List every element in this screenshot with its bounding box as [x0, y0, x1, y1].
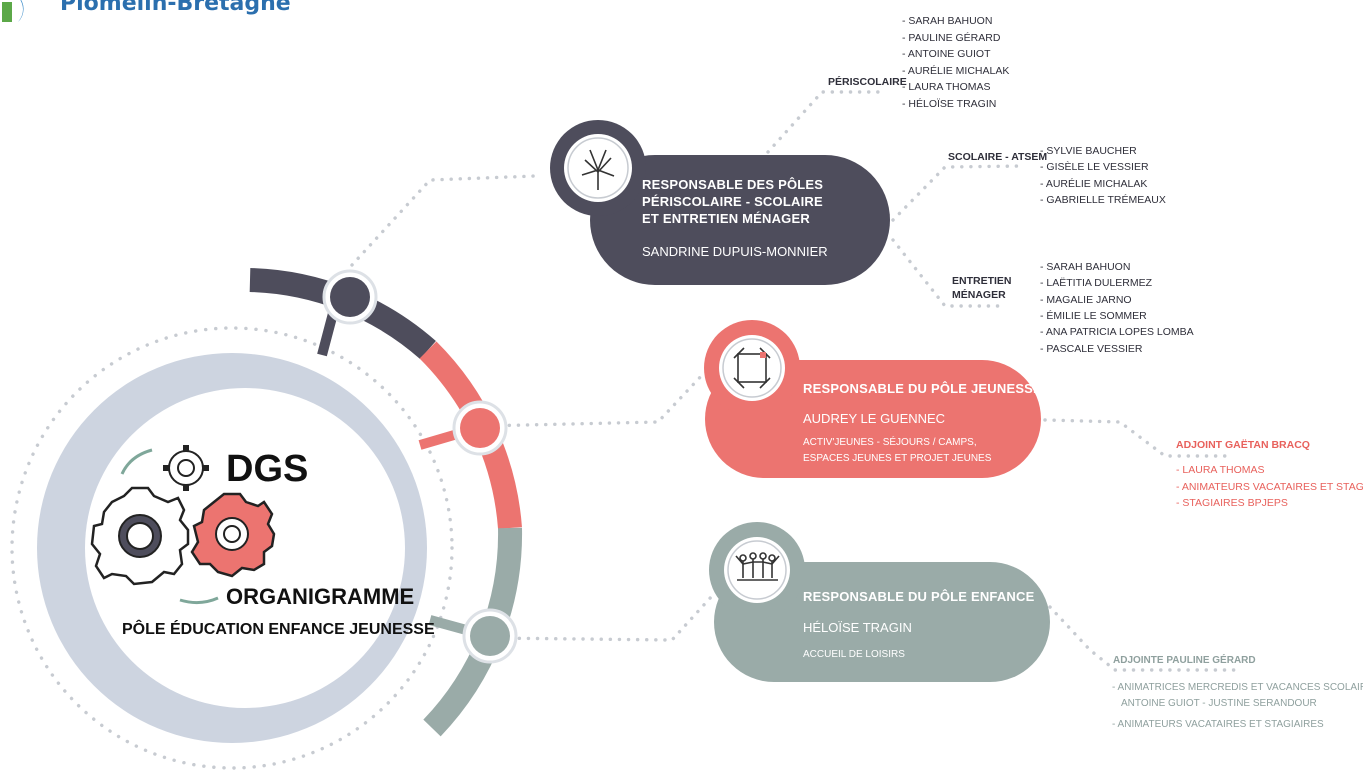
entretien-label-line1: ENTRETIEN: [952, 275, 1012, 287]
card2-title: RESPONSABLE DU PÔLE JEUNESSE: [803, 381, 1042, 396]
card2-desc-line2: ESPACES JEUNES ET PROJET JEUNES: [803, 453, 992, 464]
entretien-member: - PASCALE VESSIER: [1040, 343, 1143, 355]
small-gear-icon: [163, 445, 209, 491]
hands-square-icon: [733, 347, 771, 389]
chart-subtitle: PÔLE ÉDUCATION ENFANCE JEUNESSE: [122, 619, 435, 638]
periscolaire-member: - HÉLOÏSE TRAGIN: [902, 97, 996, 110]
big-gear-right-icon: [190, 492, 276, 578]
center-gears: DGS ORGANIGRAMME PÔLE ÉDUCATION ENFANCE …: [90, 445, 435, 638]
group-scolaire: SCOLAIRE - ATSEM - SYLVIE BAUCHER - GISÈ…: [948, 145, 1166, 206]
periscolaire-member: - ANTOINE GUIOT: [902, 48, 991, 60]
group-jeunesse: ADJOINT GAËTAN BRACQ - LAURA THOMAS - AN…: [1176, 438, 1363, 509]
jeunesse-member: - ANIMATEURS VACATAIRES ET STAGIAIRES: [1176, 481, 1363, 493]
card2-name: AUDREY LE GUENNEC: [803, 411, 945, 426]
periscolaire-member: - LAURA THOMAS: [902, 81, 991, 93]
enfance-member: ANTOINE GUIOT - JUSTINE SERANDOUR: [1121, 698, 1317, 709]
connectors: [350, 90, 1242, 672]
dgs-label: DGS: [226, 448, 308, 490]
jeunesse-adjoint-label: ADJOINT GAËTAN BRACQ: [1176, 438, 1310, 451]
scolaire-member: - GABRIELLE TRÉMEAUX: [1040, 193, 1166, 206]
card1-title-line1: RESPONSABLE DES PÔLES: [642, 177, 823, 192]
card3-desc: ACCUEIL DE LOISIRS: [803, 649, 905, 660]
entretien-member: - MAGALIE JARNO: [1040, 294, 1132, 306]
entretien-label-line2: MÉNAGER: [952, 288, 1006, 301]
card3-name: HÉLOÏSE TRAGIN: [803, 620, 912, 635]
periscolaire-member: - SARAH BAHUON: [902, 15, 992, 27]
enfance-adjoint-label: ADJOINTE PAULINE GÉRARD: [1113, 653, 1256, 666]
scolaire-member: - SYLVIE BAUCHER: [1040, 145, 1137, 157]
card2-desc-line1: ACTIV'JEUNES - SÉJOURS / CAMPS,: [803, 435, 977, 448]
entretien-member: - ANA PATRICIA LOPES LOMBA: [1040, 326, 1194, 338]
jeunesse-member: - LAURA THOMAS: [1176, 464, 1265, 476]
group-periscolaire: PÉRISCOLAIRE - SARAH BAHUON - PAULINE GÉ…: [828, 15, 1009, 110]
logo-text: Plomelin-Bretagne: [60, 0, 291, 16]
group-enfance: ADJOINTE PAULINE GÉRARD - ANIMATRICES ME…: [1112, 653, 1363, 730]
logo-mark-icon: [2, 2, 12, 22]
arrow-down-icon: [179, 596, 219, 605]
periscolaire-label: PÉRISCOLAIRE: [828, 75, 907, 88]
entretien-member: - ÉMILIE LE SOMMER: [1040, 309, 1147, 322]
card1-name: SANDRINE DUPUIS-MONNIER: [642, 244, 828, 259]
logo: Plomelin-Bretagne: [2, 0, 291, 22]
jeunesse-member: - STAGIAIRES BPJEPS: [1176, 497, 1288, 509]
scolaire-label: SCOLAIRE - ATSEM: [948, 151, 1047, 163]
children-group-icon: [735, 552, 780, 581]
card1-title-line3: ET ENTRETIEN MÉNAGER: [642, 211, 810, 226]
entretien-member: - LAËTITIA DULERMEZ: [1040, 277, 1153, 289]
chart-title: ORGANIGRAMME: [226, 584, 414, 609]
arc-nodes: [322, 269, 518, 664]
enfance-member: - ANIMATRICES MERCREDIS ET VACANCES SCOL…: [1112, 682, 1363, 693]
card1-title-line2: PÉRISCOLAIRE - SCOLAIRE: [642, 194, 823, 209]
scolaire-member: - AURÉLIE MICHALAK: [1040, 177, 1147, 190]
card-enfance: RESPONSABLE DU PÔLE ENFANCE HÉLOÏSE TRAG…: [709, 522, 1050, 682]
hands-together-icon: [581, 149, 615, 190]
enfance-member: - ANIMATEURS VACATAIRES ET STAGIAIRES: [1112, 719, 1324, 730]
card-jeunesse: RESPONSABLE DU PÔLE JEUNESSE AUDREY LE G…: [704, 320, 1042, 478]
outer-dotted-orbit: [10, 326, 454, 770]
entretien-member: - SARAH BAHUON: [1040, 261, 1130, 273]
card-periscolaire: RESPONSABLE DES PÔLES PÉRISCOLAIRE - SCO…: [550, 120, 890, 285]
periscolaire-member: - PAULINE GÉRARD: [902, 31, 1001, 44]
scolaire-member: - GISÈLE LE VESSIER: [1040, 160, 1149, 173]
arrow-up-icon: [120, 448, 153, 475]
group-entretien: ENTRETIEN MÉNAGER - SARAH BAHUON - LAËTI…: [952, 261, 1194, 355]
big-gear-left-icon: [90, 486, 190, 586]
card3-title: RESPONSABLE DU PÔLE ENFANCE: [803, 589, 1035, 604]
periscolaire-member: - AURÉLIE MICHALAK: [902, 64, 1009, 77]
